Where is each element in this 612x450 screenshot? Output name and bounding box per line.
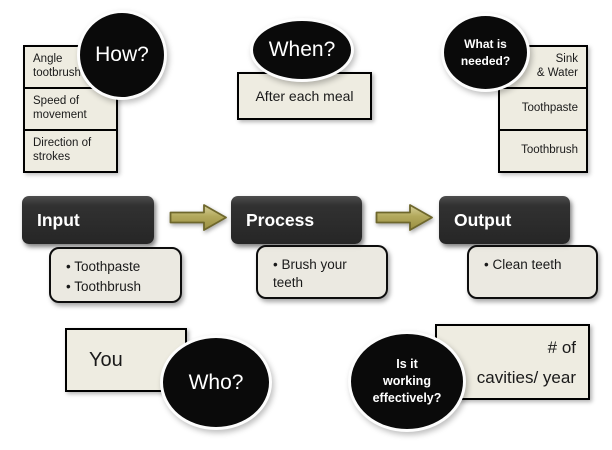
table-cell-toothpaste: Toothpaste — [500, 89, 586, 131]
output-bullets-box: Clean teeth — [467, 245, 598, 299]
what-is-needed-question-label: What is needed? — [460, 37, 511, 68]
table-cell-direction-of-strokes: Direction of strokes — [33, 137, 92, 163]
how-question-label: How? — [95, 43, 149, 66]
table-cell-sink-water: Sink & Water — [500, 47, 586, 89]
table-cell-angle-toothbrush: Angle tootbrush — [25, 47, 116, 89]
process-step-box: Process — [231, 196, 362, 244]
input-bullet-toothbrush: Toothbrush — [66, 278, 174, 296]
you-label: You — [89, 348, 123, 371]
output-step-title: Output — [454, 209, 512, 230]
what-is-needed-question-bubble: What is needed? — [441, 13, 530, 92]
who-question-bubble: Who? — [160, 335, 272, 430]
process-step-title: Process — [246, 209, 315, 230]
after-each-meal-label: After each meal — [255, 88, 354, 104]
input-bullets-box: Toothpaste Toothbrush — [49, 247, 182, 303]
process-to-output-arrow-icon — [375, 204, 433, 231]
who-question-label: Who? — [188, 370, 244, 394]
when-question-label: When? — [268, 38, 336, 61]
input-step-title: Input — [37, 209, 80, 230]
is-it-working-question-label: Is it working effectively? — [372, 357, 442, 405]
table-cell-toothbrush: Toothbrush — [521, 144, 578, 157]
input-bullet-toothpaste: Toothpaste — [66, 258, 174, 276]
input-step-box: Input — [22, 196, 154, 244]
output-step-box: Output — [439, 196, 570, 244]
table-cell-speed-of-movement: Speed of movement — [25, 89, 116, 131]
process-bullets-box: Brush your teeth — [256, 245, 388, 299]
output-bullet-clean-teeth: Clean teeth — [484, 256, 590, 274]
input-to-process-arrow-icon — [169, 204, 227, 231]
process-bullet-brush-teeth: Brush your teeth — [273, 256, 380, 291]
when-question-bubble: When? — [250, 18, 354, 82]
is-it-working-question-bubble: Is it working effectively? — [348, 331, 466, 432]
how-question-bubble: How? — [77, 10, 167, 100]
